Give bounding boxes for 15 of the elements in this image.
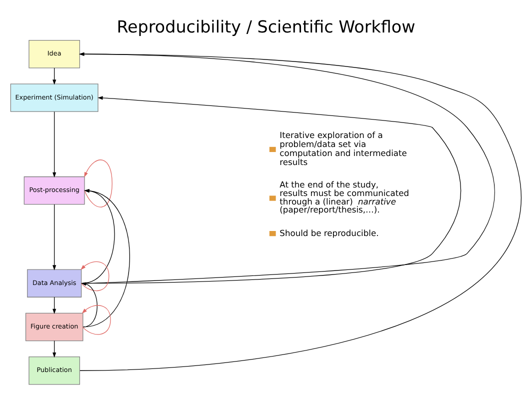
arrow (79, 52, 521, 370)
label: At the end of the study, results must be communicated through a (linear) narrative (paper/report/thesis,…). (280, 179, 410, 214)
arrow (52, 110, 56, 178)
arrow (82, 96, 462, 284)
diagram-title: Reproducibility / Scientific Workflow (116, 16, 416, 36)
arrow (79, 52, 496, 284)
arrow (80, 282, 98, 327)
arrow (52, 296, 56, 314)
arrow (82, 304, 111, 334)
label: Iterative exploration of a problem/data set via computation and intermediate results (280, 130, 407, 167)
arrow (80, 260, 110, 291)
arrow (52, 67, 56, 84)
arrow (52, 204, 56, 270)
arrow (52, 340, 56, 358)
label: Should be reproducible. (280, 227, 379, 238)
